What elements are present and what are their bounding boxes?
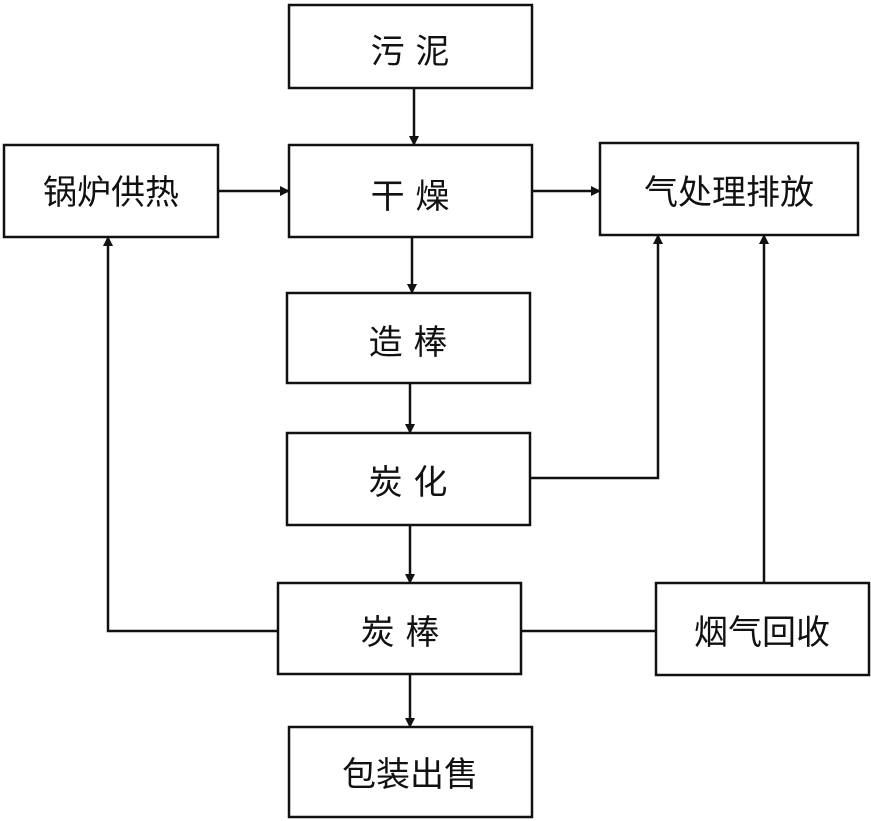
node-drying: 干 燥 — [287, 143, 534, 239]
node-boiler-label: 锅炉供热 — [43, 173, 179, 213]
node-boiler: 锅炉供热 — [2, 143, 220, 239]
node-gas-treatment-label: 气处理排放 — [644, 173, 814, 213]
node-carbon-rod: 炭 棒 — [276, 581, 523, 676]
node-drying-label: 干 燥 — [371, 177, 450, 217]
node-carbonization-label: 炭 化 — [369, 463, 448, 503]
edge-carbonization-to-gas-treatment — [530, 234, 663, 480]
node-gas-treatment: 气处理排放 — [598, 141, 860, 237]
node-rod-forming-label: 造 棒 — [369, 323, 448, 363]
node-flue-gas-recovery: 烟气回收 — [654, 581, 871, 677]
node-package-sale: 包装出售 — [287, 725, 534, 819]
node-carbonization: 炭 化 — [285, 431, 532, 527]
node-flue-gas-recovery-label: 烟气回收 — [694, 613, 830, 653]
node-rod-forming: 造 棒 — [285, 291, 532, 385]
node-package-sale-label: 包装出售 — [342, 755, 478, 795]
node-sludge-label: 污 泥 — [371, 32, 450, 72]
edge-carbon-rod-to-boiler — [103, 236, 278, 633]
node-sludge: 污 泥 — [287, 3, 534, 90]
node-carbon-rod-label: 炭 棒 — [361, 613, 440, 653]
